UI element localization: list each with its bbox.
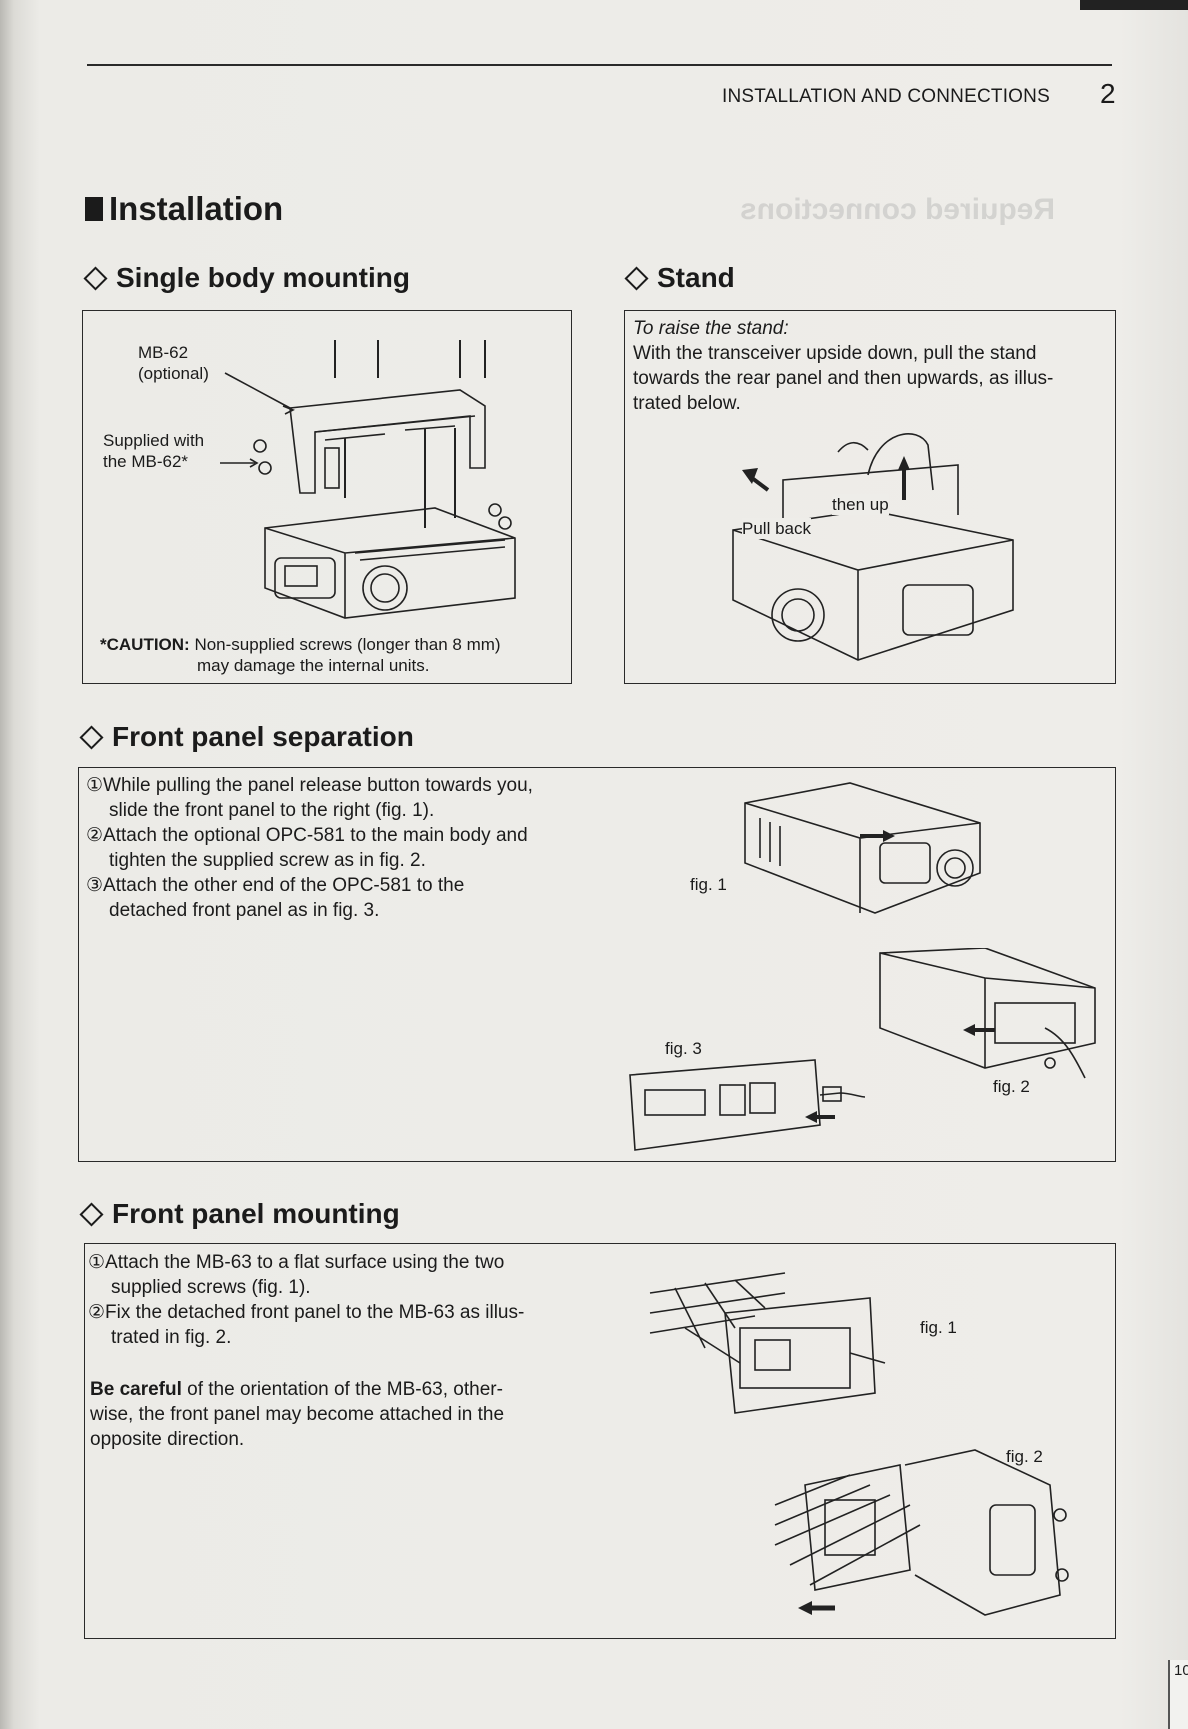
- separation-fig1-illustration: [744, 782, 981, 914]
- single-body-heading: Single body mounting: [82, 262, 410, 294]
- sep-fig3-label: fig. 3: [665, 1039, 702, 1058]
- section-title: INSTALLATION AND CONNECTIONS: [722, 86, 1050, 107]
- stand-heading: Stand: [623, 262, 735, 294]
- then-up-label: then up: [832, 494, 889, 515]
- mount-fig1-label: fig. 1: [920, 1318, 957, 1337]
- front-separation-box: [78, 767, 1116, 1162]
- single-body-box: [82, 310, 572, 684]
- separation-steps: ①While pulling the panel release button …: [86, 774, 533, 921]
- stand-instructions: To raise the stand: With the transceiver…: [633, 318, 1054, 414]
- scan-edge: [1080, 0, 1188, 10]
- diamond-bullet-icon: [83, 265, 108, 291]
- sep-fig1-label: fig. 1: [690, 875, 727, 894]
- stand-box: [624, 310, 1116, 684]
- page-number-tab: 10: [1168, 1660, 1188, 1729]
- front-mounting-heading: Front panel mounting: [78, 1198, 400, 1230]
- mounting-fig1-illustration: [649, 1272, 886, 1414]
- front-separation-heading: Front panel separation: [78, 721, 414, 753]
- diamond-bullet-icon: [79, 724, 104, 750]
- diamond-bullet-icon: [79, 1201, 104, 1227]
- bleed-through: Required connections: [740, 193, 1056, 226]
- square-bullet-icon: [85, 197, 103, 221]
- stand-illustration: [732, 433, 1014, 661]
- header-rule: [87, 64, 1112, 66]
- pull-back-label: Pull back: [742, 518, 811, 539]
- separation-fig3-illustration: [629, 1059, 865, 1151]
- mounting-steps: ①Attach the MB-63 to a flat surface usin…: [88, 1251, 525, 1348]
- mounting-bracket-illustration: [220, 340, 516, 619]
- diamond-bullet-icon: [624, 265, 649, 291]
- separation-fig2-illustration: [879, 948, 1096, 1079]
- caution-note: *CAUTION: Non-supplied screws (longer th…: [100, 635, 501, 675]
- mount-fig2-label: fig. 2: [1006, 1447, 1043, 1466]
- chapter-number: 2: [1100, 78, 1116, 109]
- installation-heading: Installation: [85, 190, 283, 228]
- front-mounting-box: [84, 1243, 1116, 1639]
- sep-fig2-label: fig. 2: [993, 1077, 1030, 1096]
- label-supplied: Supplied with the MB-62*: [103, 431, 205, 471]
- label-mb62: MB-62 (optional): [138, 343, 209, 383]
- mounting-fig2-illustration: [774, 1449, 1069, 1616]
- careful-note: Be careful of the orientation of the MB-…: [90, 1379, 505, 1450]
